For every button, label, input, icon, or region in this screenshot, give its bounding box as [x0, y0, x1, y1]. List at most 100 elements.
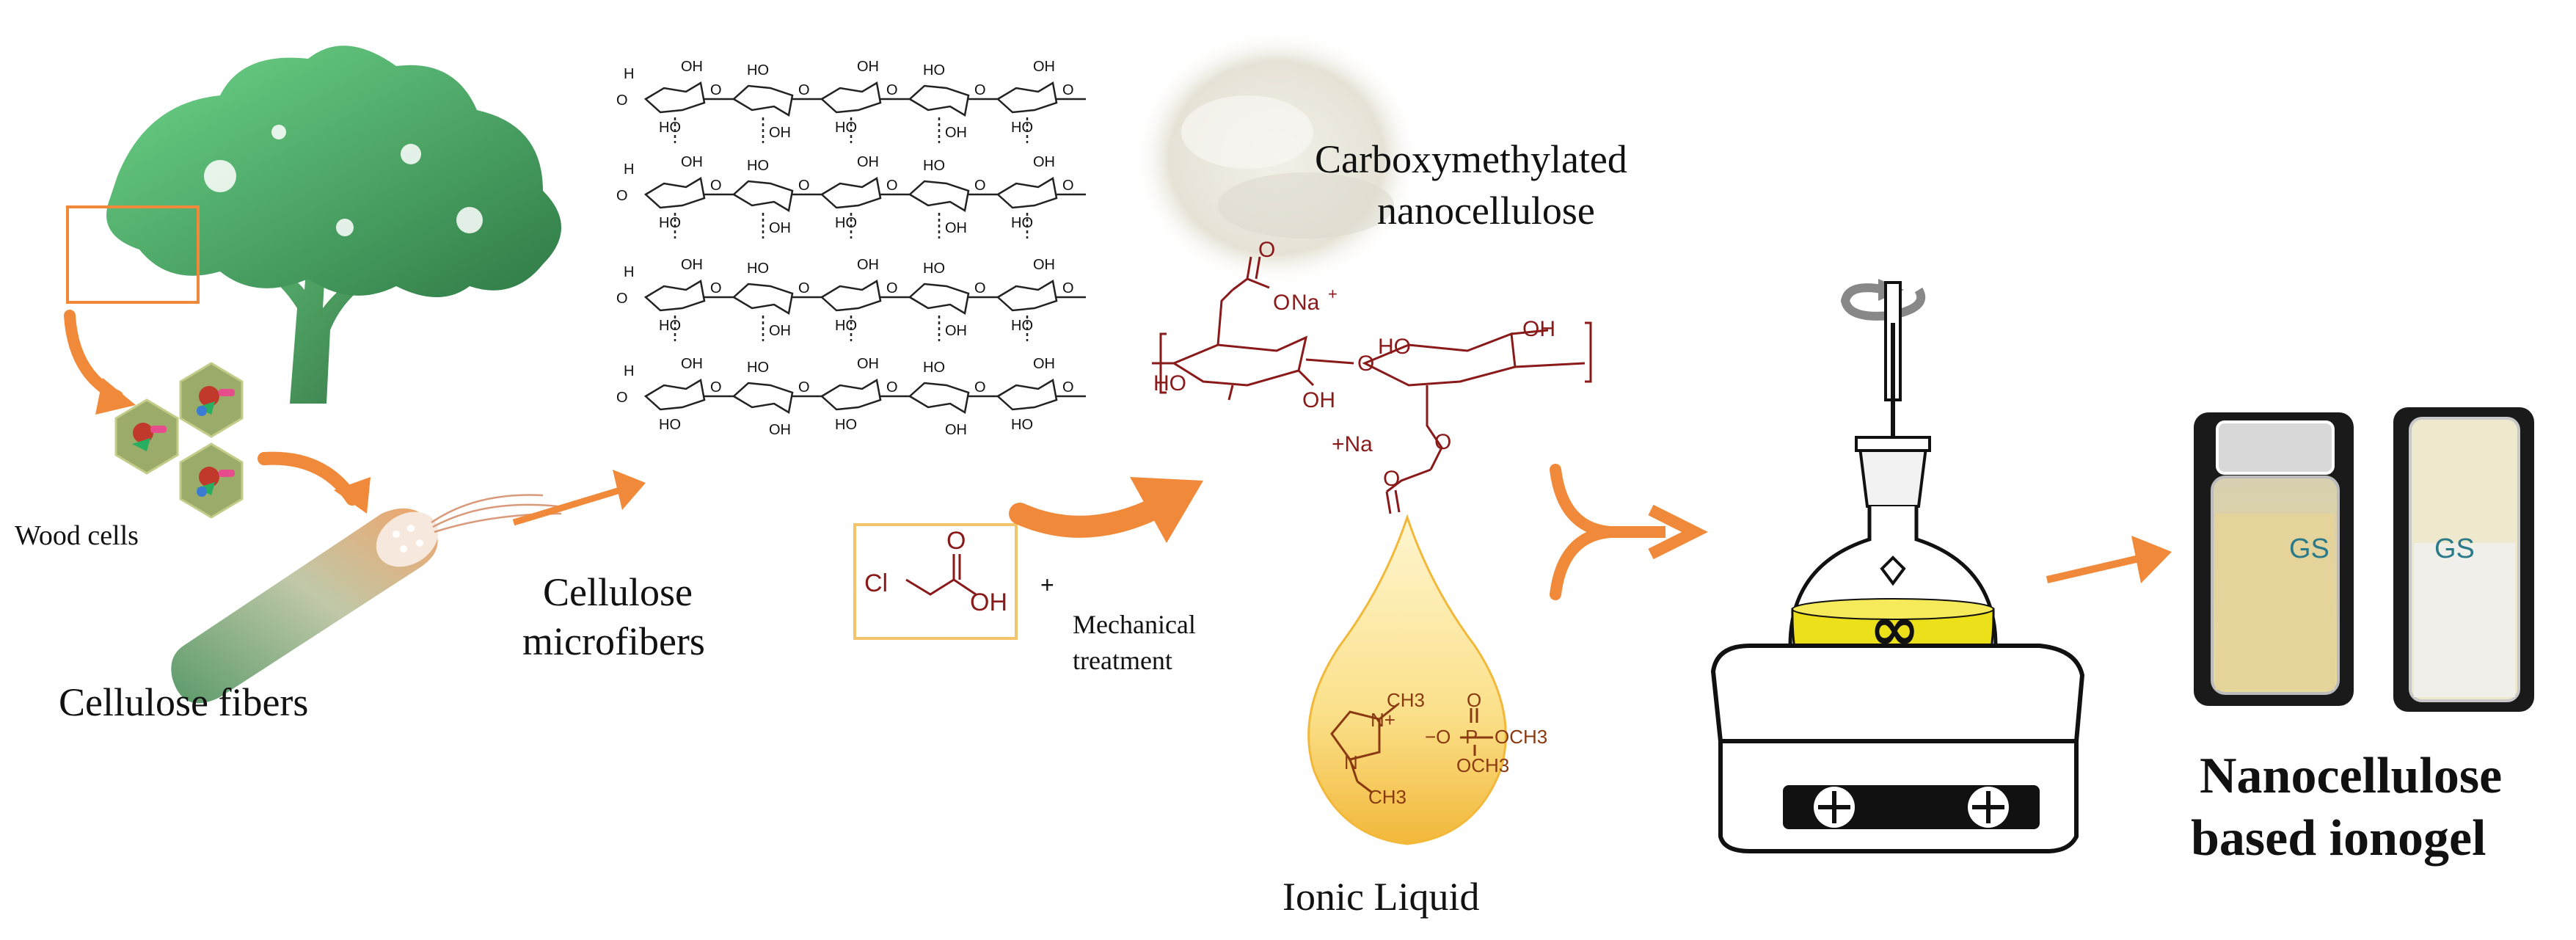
merge-arrow-top — [1550, 464, 1616, 538]
cellulose-microfibers-label-2: microfibers — [522, 619, 705, 663]
network-atom-label: HO — [835, 318, 857, 334]
network-ring — [643, 280, 706, 312]
il-ch3-bottom: CH3 — [1368, 786, 1406, 808]
network-atom-label: H — [624, 66, 634, 82]
chloroacetic-acid-structure — [905, 554, 977, 596]
cellulose-fiber-illustration — [171, 494, 562, 704]
mechanical-label-1: Mechanical — [1073, 610, 1196, 639]
network-atom-label: HO — [747, 158, 769, 174]
network-atom-label: O — [798, 82, 810, 98]
nanocellulose-powder-photo — [1134, 29, 1420, 286]
reaction-setup: ∞ — [1710, 279, 2085, 853]
network-atom-label: O — [616, 92, 628, 109]
network-atom-label: HO — [659, 215, 681, 231]
cmc-na-top-charge: + — [1328, 285, 1338, 303]
network-atom-label: OH — [945, 125, 967, 141]
network-atom-label: OH — [945, 323, 967, 339]
il-p: P — [1465, 726, 1478, 748]
arrow-to-microfibers — [512, 487, 621, 526]
merge-arrow-bottom — [1550, 526, 1616, 600]
network-atom-label: OH — [681, 59, 703, 75]
arrow-to-fiber-head — [334, 477, 371, 514]
network-atom-label: O — [974, 379, 986, 396]
ionic-liquid-label: Ionic Liquid — [1282, 875, 1479, 919]
cmc-oh-mid: OH — [1302, 388, 1335, 412]
arrow-to-ionogel-head — [2131, 536, 2172, 583]
right-vial-mark: GS — [2434, 533, 2475, 564]
il-o-double: O — [1467, 689, 1481, 711]
network-atom-label: HO — [1011, 417, 1033, 433]
chloroacetic-acid-box — [853, 523, 1018, 640]
network-atom-label: O — [616, 188, 628, 204]
network-atom-label: O — [798, 178, 810, 194]
network-ring — [908, 283, 970, 315]
ionogel-vial-right: GS — [2393, 407, 2534, 712]
network-ring — [731, 84, 794, 117]
network-atom-label: O — [886, 379, 898, 396]
ionogel-label-2: based ionogel — [2191, 810, 2486, 867]
cmc-na-top: Na — [1291, 291, 1320, 315]
cmc-o-bottom2: O — [1383, 467, 1400, 491]
o-atom: O — [946, 527, 966, 555]
network-atom-label: O — [710, 82, 722, 98]
carboxymethylated-label-2: nanocellulose — [1377, 189, 1595, 233]
cellulose-microfibers-label-1: Cellulose — [543, 570, 693, 614]
arrow-to-nanocellulose — [1009, 495, 1170, 538]
network-atom-label: O — [710, 280, 722, 296]
network-atom-label: O — [1062, 379, 1074, 396]
carboxymethylated-label-1: Carboxymethylated — [1315, 137, 1627, 181]
network-atom-label: OH — [857, 59, 879, 75]
network-atom-label: OH — [1033, 257, 1055, 273]
network-atom-label: O — [1062, 82, 1074, 98]
network-atom-label: OH — [681, 257, 703, 273]
wood-cells-icon — [114, 362, 244, 519]
network-atom-label: O — [710, 379, 722, 396]
network-ring — [908, 84, 970, 117]
network-atom-label: OH — [769, 220, 791, 236]
network-ring — [643, 81, 706, 114]
network-atom-label: HO — [747, 62, 769, 79]
network-ring — [820, 81, 882, 114]
cmc-o-link: O — [1357, 351, 1374, 376]
network-ring — [820, 177, 882, 209]
network-atom-label: HO — [747, 360, 769, 376]
network-atom-label: O — [974, 82, 986, 98]
network-atom-label: H — [624, 264, 634, 280]
network-atom-label: O — [974, 280, 986, 296]
network-ring — [996, 177, 1058, 209]
mechanical-label-2: treatment — [1073, 646, 1172, 675]
cmc-o-top1: O — [1258, 238, 1275, 262]
cmc-o-bottom1: O — [1434, 430, 1451, 454]
network-ring — [820, 280, 882, 312]
cmc-na-bottom: +Na — [1332, 432, 1373, 456]
network-atom-label: HO — [923, 158, 945, 174]
network-atom-label: OH — [857, 356, 879, 372]
network-atom-label: O — [710, 178, 722, 194]
il-n-plus: N+ — [1371, 709, 1395, 731]
cmc-ho-right: HO — [1378, 335, 1411, 359]
network-atom-label: HO — [659, 318, 681, 334]
network-atom-label: OH — [681, 154, 703, 170]
network-atom-label: OH — [857, 257, 879, 273]
network-ring — [820, 379, 882, 411]
cellulose-fibers-label: Cellulose fibers — [59, 680, 308, 724]
oh-group: OH — [970, 589, 1007, 616]
network-atom-label: O — [974, 178, 986, 194]
network-atom-label: OH — [769, 125, 791, 141]
network-atom-label: OH — [769, 323, 791, 339]
network-ring — [731, 180, 794, 212]
ionogel-label-1: Nanocellulose — [2200, 748, 2502, 804]
network-ring — [996, 280, 1058, 312]
il-och3-bottom: OCH3 — [1456, 754, 1509, 776]
ionic-liquid-structure — [1330, 703, 1493, 794]
il-n: N — [1344, 751, 1358, 773]
merge-arrow-head — [1648, 504, 1708, 560]
network-ring — [643, 177, 706, 209]
network-atom-label: HO — [659, 120, 681, 136]
il-o-minus: −O — [1425, 726, 1451, 748]
network-atom-label: H — [624, 363, 634, 379]
network-atom-label: HO — [835, 417, 857, 433]
network-atom-label: OH — [945, 220, 967, 236]
arrow-to-cells-head — [95, 378, 136, 415]
ionogel-vial-left: GS — [2194, 412, 2354, 706]
